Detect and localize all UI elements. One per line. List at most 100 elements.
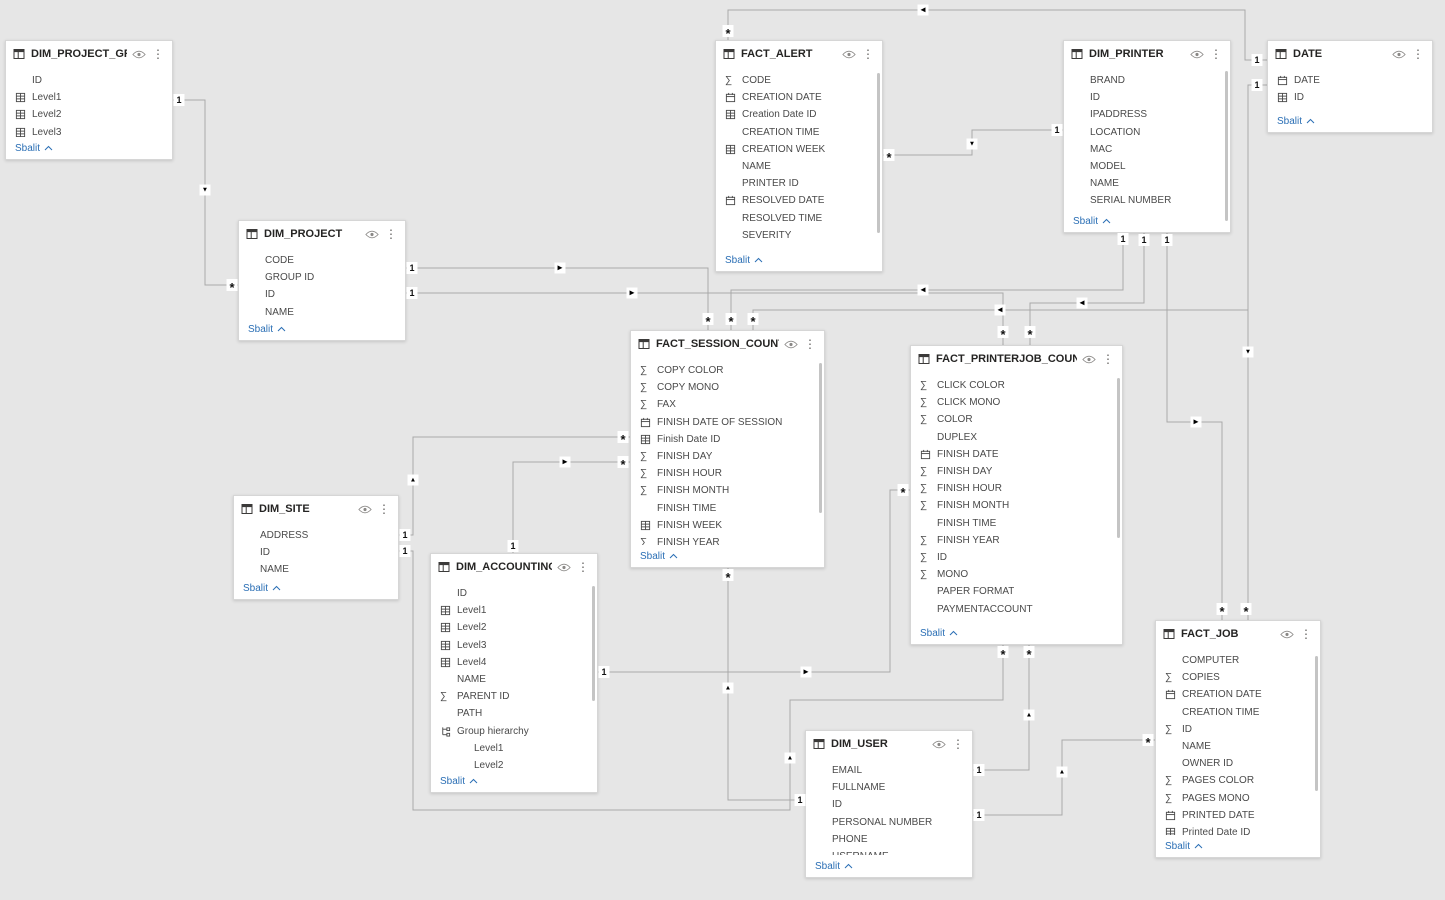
field-row[interactable]: PAYMENTACCOUNT (911, 600, 1122, 617)
field-row[interactable]: RESOLVED TIME (716, 210, 882, 227)
field-row[interactable]: USERNAME (806, 848, 972, 855)
field-row[interactable]: OWNER ID (1156, 755, 1320, 772)
field-row[interactable]: Level2 (431, 757, 597, 770)
collapse-link[interactable]: Sbalit (631, 545, 824, 567)
more-options-icon[interactable]: ⋮ (378, 502, 390, 516)
field-row[interactable]: ∑FINISH YEAR (631, 534, 824, 545)
field-row[interactable]: Level1 (6, 89, 172, 106)
visibility-eye-icon[interactable] (842, 50, 856, 59)
field-row[interactable]: ∑COPY MONO (631, 379, 824, 396)
field-row[interactable]: ∑CODE (716, 72, 882, 89)
field-row[interactable]: EMAIL (806, 762, 972, 779)
field-row[interactable]: PRINTED DATE (1156, 807, 1320, 824)
field-row[interactable]: PHONE (806, 831, 972, 848)
field-row[interactable]: Creation Date ID (716, 106, 882, 123)
field-row[interactable]: MODEL (1064, 158, 1230, 175)
scrollbar[interactable] (877, 73, 880, 233)
field-row[interactable]: CODE (239, 252, 405, 269)
table-header[interactable]: DIM_SITE⋮ (234, 496, 398, 522)
table-card-fact_session_counters[interactable]: FACT_SESSION_COUNTERS⋮ ∑COPY COLOR∑COPY M… (630, 330, 825, 568)
field-row[interactable]: FULLNAME (806, 779, 972, 796)
relationship-line-dim_site-fact_printerjob_counters[interactable] (399, 550, 1004, 811)
field-row[interactable]: COMPUTER (1156, 652, 1320, 669)
visibility-eye-icon[interactable] (932, 740, 946, 749)
field-row[interactable]: ∑COPIES (1156, 669, 1320, 686)
collapse-link[interactable]: Sbalit (1064, 210, 1230, 232)
more-options-icon[interactable]: ⋮ (1300, 627, 1312, 641)
visibility-eye-icon[interactable] (358, 505, 372, 514)
field-row[interactable]: PRINTER ID (716, 175, 882, 192)
field-row[interactable]: Level2 (431, 619, 597, 636)
field-row[interactable]: ∑COLOR (911, 411, 1122, 428)
field-row[interactable]: FINISH TIME (911, 515, 1122, 532)
field-row[interactable]: Finish Date ID (631, 431, 824, 448)
field-row[interactable]: ∑FINISH HOUR (631, 465, 824, 482)
field-row[interactable]: RESOLVED DATE (716, 192, 882, 209)
field-row[interactable]: ID (1064, 89, 1230, 106)
more-options-icon[interactable]: ⋮ (1102, 352, 1114, 366)
relationship-line-dim_accounting_group-fact_session_counters[interactable] (512, 461, 630, 553)
field-row[interactable]: ∑FINISH HOUR (911, 480, 1122, 497)
field-row[interactable]: ∑ID (911, 549, 1122, 566)
relationship-line-dim_site-fact_session_counters[interactable] (399, 436, 630, 536)
field-row[interactable]: IPADDRESS (1064, 106, 1230, 123)
table-card-dim_project_group[interactable]: DIM_PROJECT_GROUP⋮IDLevel1Level2Level3Sb… (5, 40, 173, 160)
scrollbar[interactable] (592, 586, 595, 701)
field-row[interactable]: FINISH DATE (911, 446, 1122, 463)
more-options-icon[interactable]: ⋮ (952, 737, 964, 751)
field-row[interactable]: ∑COPY COLOR (631, 362, 824, 379)
field-row[interactable]: NAME (239, 304, 405, 318)
table-header[interactable]: FACT_PRINTERJOB_COUNTERS...⋮ (911, 346, 1122, 372)
field-row[interactable]: CREATION DATE (1156, 686, 1320, 703)
scrollbar[interactable] (1225, 71, 1228, 221)
visibility-eye-icon[interactable] (1190, 50, 1204, 59)
relationship-line-dim_printer-fact_printerjob_counters[interactable] (1029, 233, 1145, 345)
field-row[interactable]: ∑ID (1156, 721, 1320, 738)
visibility-eye-icon[interactable] (1082, 355, 1096, 364)
field-row[interactable]: SERIAL NUMBER (1064, 192, 1230, 209)
collapse-link[interactable]: Sbalit (239, 318, 405, 340)
table-header[interactable]: DIM_ACCOUNTING_G...⋮ (431, 554, 597, 580)
visibility-eye-icon[interactable] (132, 50, 146, 59)
field-row[interactable]: FINISH TIME (631, 500, 824, 517)
visibility-eye-icon[interactable] (784, 340, 798, 349)
field-row[interactable]: NAME (716, 158, 882, 175)
relationship-line-dim_user-fact_printerjob_counters[interactable] (973, 645, 1030, 771)
relationship-line-dim_user-fact_job[interactable] (973, 739, 1155, 816)
table-header[interactable]: DIM_USER⋮ (806, 731, 972, 757)
field-row[interactable]: ∑FINISH MONTH (631, 482, 824, 499)
collapse-link[interactable]: Sbalit (716, 249, 882, 271)
field-row[interactable]: ∑FAX (631, 396, 824, 413)
field-row[interactable]: FINISH DATE OF SESSION (631, 414, 824, 431)
field-row[interactable]: GROUP ID (239, 269, 405, 286)
more-options-icon[interactable]: ⋮ (152, 47, 164, 61)
scrollbar[interactable] (819, 363, 822, 513)
field-row[interactable]: DATE (1268, 72, 1432, 89)
visibility-eye-icon[interactable] (1280, 630, 1294, 639)
field-row[interactable]: ∑PAGES MONO (1156, 790, 1320, 807)
visibility-eye-icon[interactable] (557, 563, 571, 572)
collapse-link[interactable]: Sbalit (234, 577, 398, 599)
table-header[interactable]: DATE⋮ (1268, 41, 1432, 67)
field-row[interactable]: CREATION TIME (1156, 704, 1320, 721)
field-row[interactable]: ID (234, 544, 398, 561)
more-options-icon[interactable]: ⋮ (1210, 47, 1222, 61)
table-header[interactable]: FACT_SESSION_COUNTERS⋮ (631, 331, 824, 357)
table-card-dim_accounting_group[interactable]: DIM_ACCOUNTING_G...⋮IDLevel1Level2Level3… (430, 553, 598, 793)
field-row[interactable]: Level3 (431, 637, 597, 654)
scrollbar[interactable] (1117, 378, 1120, 538)
field-row[interactable]: ∑CLICK COLOR (911, 377, 1122, 394)
field-row[interactable]: NAME (234, 561, 398, 577)
collapse-link[interactable]: Sbalit (431, 770, 597, 792)
more-options-icon[interactable]: ⋮ (577, 560, 589, 574)
more-options-icon[interactable]: ⋮ (862, 47, 874, 61)
field-row[interactable]: Level3 (6, 124, 172, 137)
field-row[interactable]: FINISH WEEK (631, 517, 824, 534)
field-row[interactable]: CREATION TIME (716, 124, 882, 141)
field-row[interactable]: ∑FINISH YEAR (911, 532, 1122, 549)
